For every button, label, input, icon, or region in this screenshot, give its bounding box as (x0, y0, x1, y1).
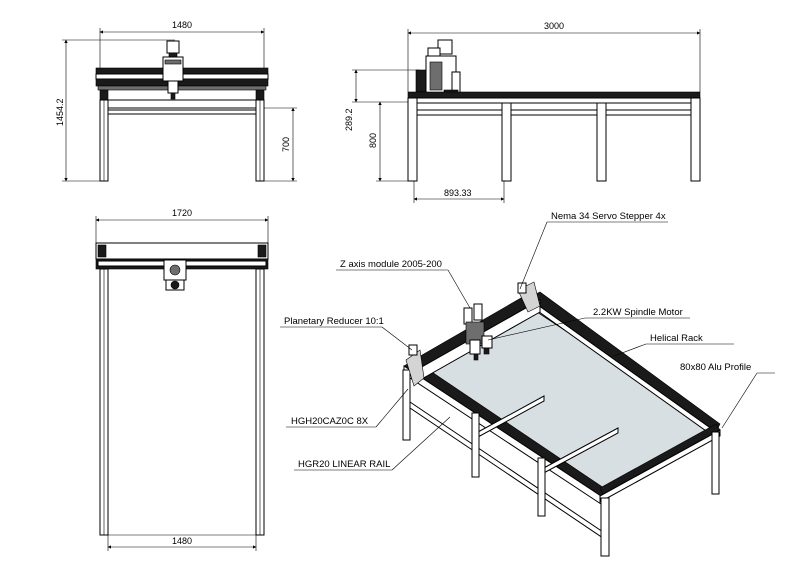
leader-lines (280, 221, 775, 471)
top-outer-dim: 1720 (172, 208, 192, 218)
side-spacing-dim: 893.33 (444, 188, 472, 198)
top-inner-dim: 1480 (172, 536, 192, 546)
side-view: 3000 289.2 800 893.33 (344, 21, 701, 203)
label-spindle-motor: 2.2KW Spindle Motor (593, 307, 683, 318)
side-height-dim: 800 (368, 133, 378, 148)
front-width-dim: 1480 (172, 20, 192, 30)
label-helical-rack: Helical Rack (650, 333, 703, 344)
top-view: 1720 1480 (95, 208, 269, 551)
label-carriage: HGH20CAZ0C 8X (291, 416, 369, 427)
label-nema-34: Nema 34 Servo Stepper 4x (551, 211, 666, 222)
side-length-dim: 3000 (544, 21, 564, 31)
front-leg-dim: 700 (281, 137, 291, 152)
isometric-view: Nema 34 Servo Stepper 4x Z axis module 2… (280, 211, 775, 557)
label-z-axis-module: Z axis module 2005-200 (340, 259, 442, 270)
label-planetary-reducer: Planetary Reducer 10:1 (284, 316, 384, 327)
front-height-dim: 1454.2 (55, 98, 65, 126)
label-linear-rail: HGR20 LINEAR RAIL (298, 459, 390, 470)
side-gantry-dim: 289.2 (344, 108, 354, 131)
front-view: 1480 1454.2 700 (55, 20, 297, 182)
label-alu-profile: 80x80 Alu Profile (680, 362, 751, 373)
